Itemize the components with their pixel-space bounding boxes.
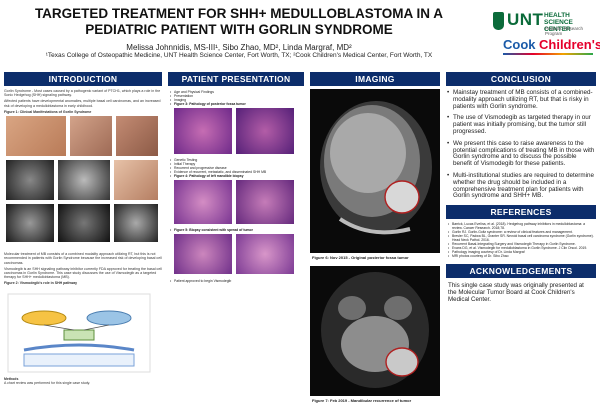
face-photo [70,116,112,157]
conclusion-item: Mainstay treatment of MB consists of a c… [447,89,596,110]
conclusion-column: CONCLUSION Mainstay treatment of MB cons… [446,72,596,303]
intro-text-4: Vismodegib is an SHH signaling pathway i… [4,266,162,280]
xray-spine [58,204,110,243]
presentation-list-bottom: Patient approved to begin Vismodegib [168,279,304,283]
hsc-wordmark: HEALTH SCIENCE CENTER [544,12,573,33]
methods-text: A chart review was performed for this si… [4,380,91,385]
reference-item: Evans DG, et al. Vismodegib for medullob… [448,246,596,250]
introduction-column: INTRODUCTION Gorlin Syndrome - Most case… [4,72,162,385]
presentation-item: Recurrent and progressive disease [170,166,304,170]
mri-sagittal-image [310,89,440,253]
affiliations: ¹Texas College of Osteopathic Medicine, … [45,52,433,59]
unt-wordmark: UNT [507,10,544,29]
presentation-item: Patient approved to begin Vismodegib [170,279,304,283]
reference-item: MRI photos courtesy of Dr. Sibo Zhao [448,254,596,258]
unt-tagline: Pediatric Research Program [545,26,584,36]
figure-4-images [174,180,304,226]
xray-skull [6,160,54,201]
palm-pits-photo [114,160,158,201]
references-list: Barrick, Lucas Evelina, et al. (2018). H… [446,222,596,258]
dental-xray [58,160,110,201]
eagle-icon [493,12,504,30]
histology-image-3 [174,180,232,224]
methods-label: Methods [4,376,19,381]
conclusion-heading: CONCLUSION [446,72,596,86]
presentation-item: Genetic Testing [170,158,304,162]
poster-header: TARGETED TREATMENT FOR SHH+ MEDULLOBLAST… [0,0,600,62]
poster-title: TARGETED TREATMENT FOR SHH+ MEDULLOBLAST… [34,6,444,37]
acknowledgements-text: This single case study was originally pr… [448,282,584,304]
figure-1-collage [4,116,162,248]
presentation-item: Age and Physical Findings [170,90,304,94]
imaging-heading: IMAGING [310,72,440,86]
skin-lesion-photo [116,116,158,157]
reference-item: Bresler SC, Padwa BL, Granter SR. Nevoid… [448,234,596,242]
childrens-wordmark: Children's [539,37,600,52]
presentation-column: PATIENT PRESENTATION Age and Physical Fi… [168,72,304,283]
figure-4-caption: Figure 4: Pathology of left mandible bio… [170,174,304,178]
unt-hsc-logo: UNT HEALTH SCIENCE CENTER Pediatric Rese… [493,10,597,36]
ct-scan [114,204,158,243]
author-names: Melissa Johnnidis, MS-III¹, Sibo Zhao, M… [126,43,352,52]
figure-1-caption: Figure 1: Clinical Manifestations of Gor… [4,109,92,114]
references-heading: REFERENCES [446,205,596,220]
imaging-column: IMAGING Figure 6: Nov 2015 - Original po… [310,72,440,403]
histology-image-4 [236,180,294,224]
figure-3-caption: Figure 3: Pathology of posterior fossa t… [170,102,304,106]
reference-item: Pathology imaging courtesy of Dr. Linda … [448,250,596,254]
cook-childrens-logo: Cook Children's [503,37,600,57]
presentation-item: Initial Therapy [170,162,304,166]
figure-5-caption: Figure 5: Biopsy consistent with spread … [170,228,304,232]
presentation-heading: PATIENT PRESENTATION [168,72,304,86]
presentation-list-mid: Genetic Testing Initial Therapy Recurren… [168,158,304,178]
hand-photo [6,116,66,157]
histology-image-1 [174,108,232,154]
cook-wordmark: Cook [503,37,536,52]
presentation-list-top: Age and Physical Findings Presentation I… [168,90,304,106]
reference-item: Barrick, Lucas Evelina, et al. (2018). H… [448,222,596,230]
intro-text-3: Molecular treatment of MB consists of a … [4,252,162,265]
presentation-item: Imaging [170,98,304,102]
histology-image-2 [236,108,294,154]
author-block: Melissa Johnnidis, MS-III¹, Sibo Zhao, M… [4,43,474,60]
acknowledgements-heading: ACKNOWLEDGEMENTS [446,264,596,279]
figure-5-images [174,234,304,276]
shh-pathway-diagram [7,293,151,373]
figure-2-caption: Figure 2: Vismodegib's role in SHH pathw… [4,281,78,286]
mri-sagittal-drawing [320,101,432,235]
figure-3-images [174,108,304,156]
presentation-list-lower: Figure 5: Biopsy consistent with spread … [168,228,304,232]
figure-6-caption: Figure 6: Nov 2015 - Original posterior … [312,255,409,260]
presentation-item: Presentation [170,94,304,98]
conclusion-item: Multi-institutional studies are required… [447,172,596,200]
intro-text-2: Affected patients have developmental ano… [4,99,161,108]
reference-item: Gorlin RJ. Gorlin-Goltz syndrome: a revi… [448,230,596,234]
intro-text-1: Gorlin Syndrome - Most cases caused by a… [4,89,161,98]
mri-axial-drawing [321,272,429,388]
mri-axial-image [310,266,440,396]
conclusion-item: The use of Vismodegib as targeted therap… [447,114,596,135]
xray-chest [6,204,54,243]
logo-color-bar [503,53,593,55]
presentation-item: Evidence of recurrent, metastatic, and d… [170,170,304,174]
histology-image-5 [174,234,232,274]
reference-item: Recurrent Basal-Integrating Surgery and … [448,242,596,246]
histology-image-6 [236,234,294,274]
introduction-heading: INTRODUCTION [4,72,162,86]
conclusion-list: Mainstay treatment of MB consists of a c… [446,89,596,200]
figure-7-caption: Figure 7: Feb 2019 - Mandibular recurren… [312,398,412,403]
conclusion-item: We present this case to raise awareness … [447,140,596,168]
